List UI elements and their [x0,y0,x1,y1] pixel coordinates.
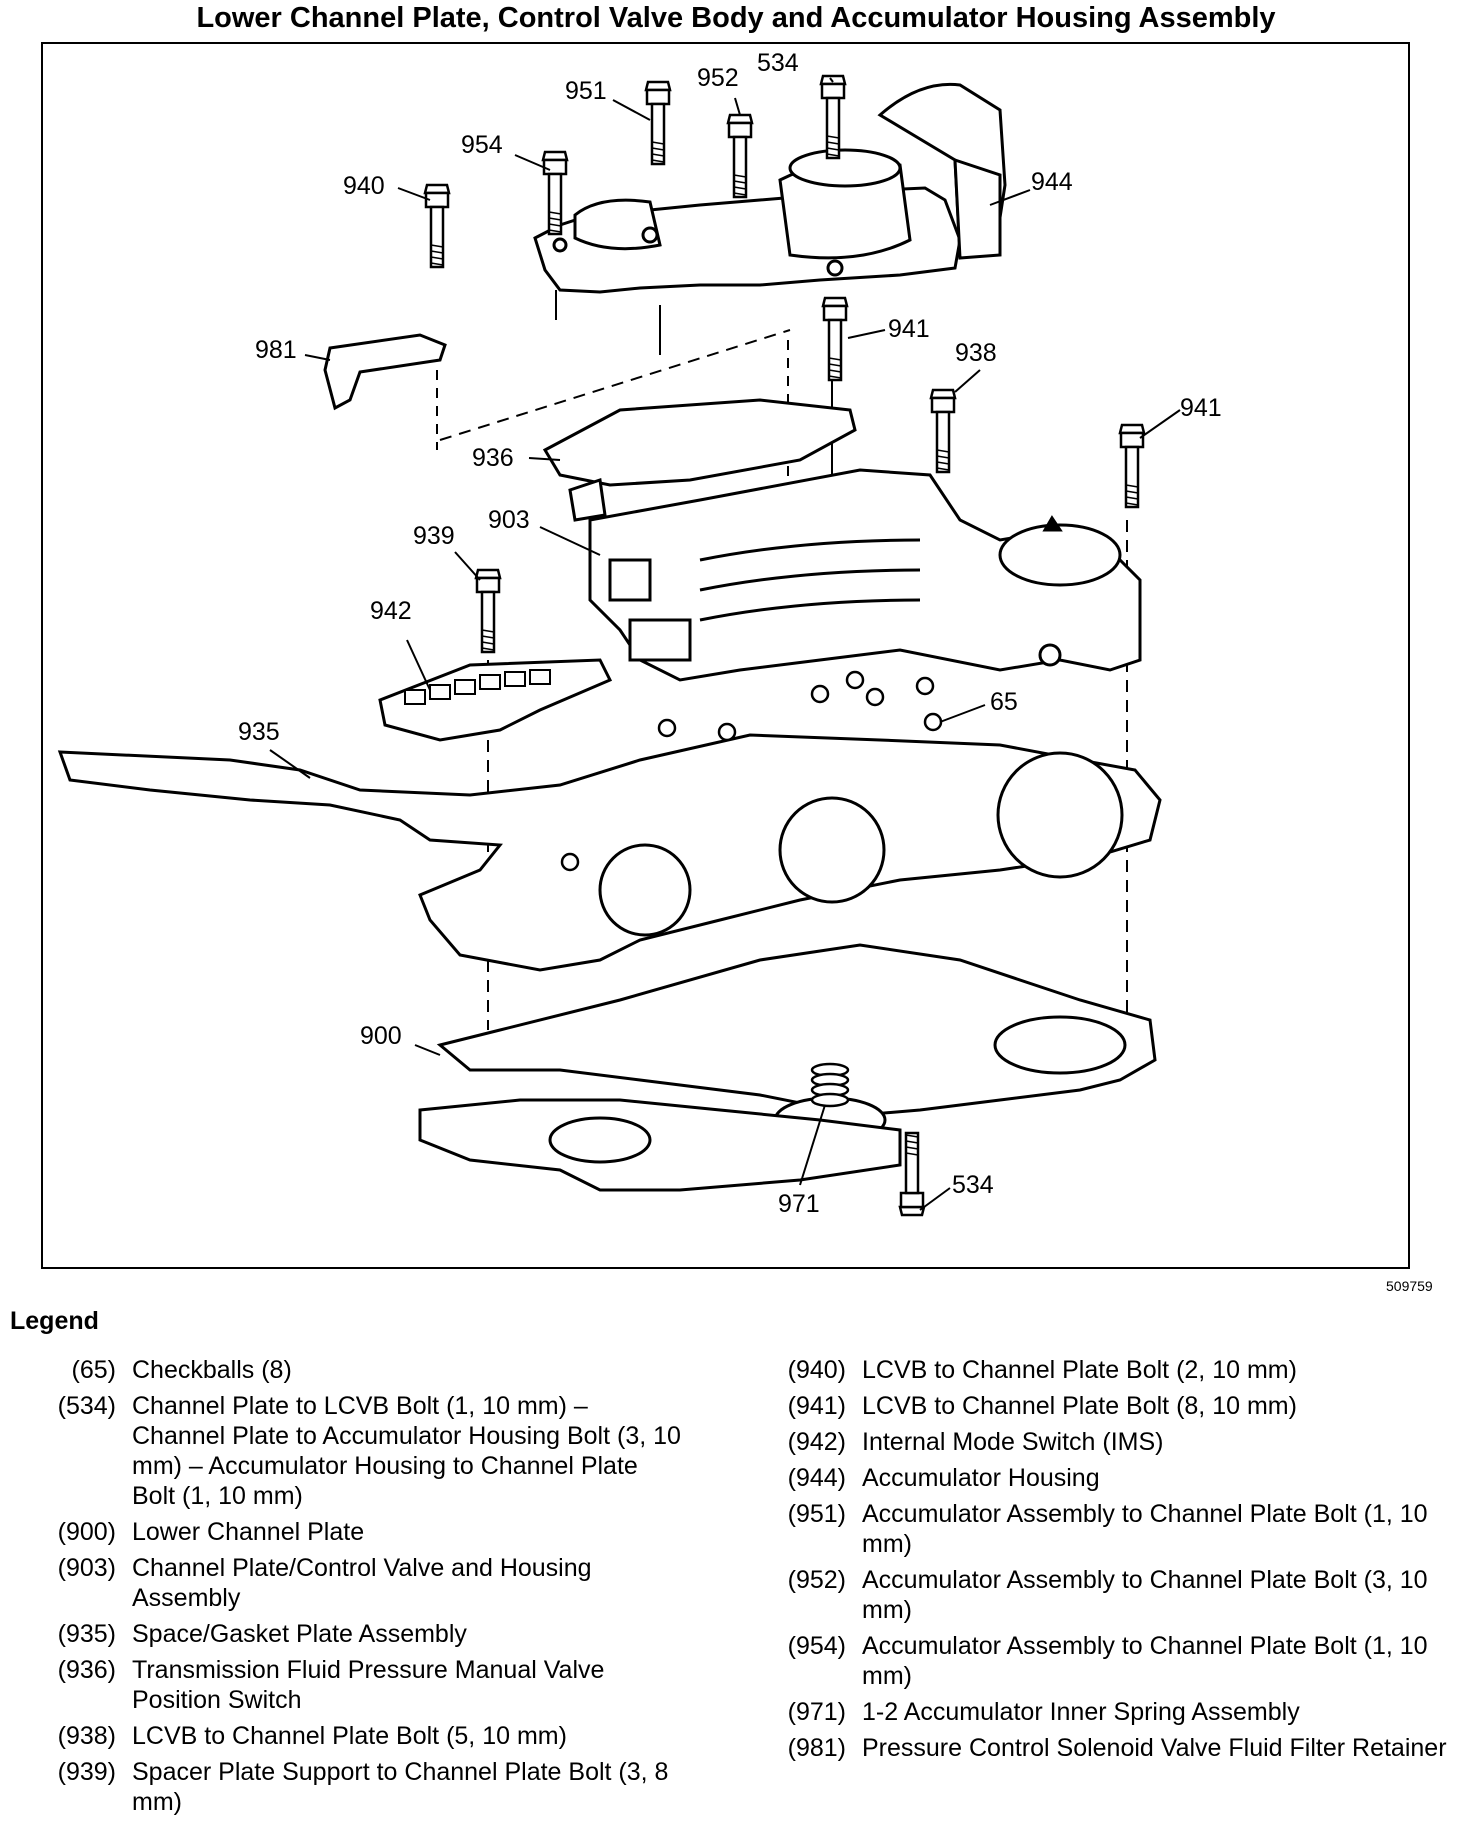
legend-desc: LCVB to Channel Plate Bolt (2, 10 mm) [862,1356,1297,1384]
legend-item: (939) Spacer Plate Support to Channel Pla… [32,1757,682,1817]
legend-desc: Checkballs (8) [132,1356,292,1384]
legend-item: (952) Accumulator Assembly to Channel Pla… [783,1565,1463,1625]
gasket-plate [57,733,1162,972]
legend-code: (942) [787,1428,846,1456]
legend-desc: Accumulator Housing [862,1464,1100,1492]
callout-952: 952 [697,64,739,92]
legend-code: (534) [57,1392,116,1420]
legend-title: Legend [10,1307,99,1335]
legend-desc: Lower Channel Plate [132,1518,365,1546]
legend-code: (936) [57,1656,116,1684]
legend-item: (944) Accumulator Housing [783,1463,1463,1493]
legend-item: (940) LCVB to Channel Plate Bolt (2, 10 m… [783,1355,1463,1385]
bolt-534-top [819,74,847,160]
legend-desc: Internal Mode Switch (IMS) [862,1428,1164,1456]
legend-item: (951) Accumulator Assembly to Channel Pla… [783,1499,1463,1559]
callout-942: 942 [370,597,412,625]
legend-code: (941) [787,1392,846,1420]
legend-desc: LCVB to Channel Plate Bolt (5, 10 mm) [132,1722,567,1750]
legend-code: (900) [57,1518,116,1546]
legend-desc: LCVB to Channel Plate Bolt (8, 10 mm) [862,1392,1297,1420]
legend-code: (65) [71,1356,116,1384]
legend-item: (954) Accumulator Assembly to Channel Pla… [783,1631,1463,1691]
lower-channel-plate [418,943,1157,1192]
legend-code: (940) [787,1356,846,1384]
legend-item: (938) LCVB to Channel Plate Bolt (5, 10 m… [32,1721,682,1751]
legend-code: (944) [787,1464,846,1492]
legend-desc: 1-2 Accumulator Inner Spring Assembly [862,1698,1300,1726]
callout-981: 981 [255,336,297,364]
callout-935: 935 [238,718,280,746]
control-valve-body [588,468,1142,682]
accumulator-housing [533,82,1007,294]
callout-941-b: 941 [1180,394,1222,422]
callout-900: 900 [360,1022,402,1050]
bolt-951 [644,80,672,166]
filter-retainer [323,333,447,411]
callout-938: 938 [955,339,997,367]
internal-mode-switch [378,658,613,742]
legend-desc: Channel Plate/Control Valve and Housing … [132,1554,592,1612]
figure-id: 509759 [1386,1278,1433,1294]
bolt-941-a [821,296,849,382]
legend-right-column: (940) LCVB to Channel Plate Bolt (2, 10 m… [783,1355,1463,1769]
callout-944: 944 [1031,168,1073,196]
callout-939: 939 [413,522,455,550]
callout-954: 954 [461,131,503,159]
legend-item: (971) 1-2 Accumulator Inner Spring Assemb… [783,1697,1463,1727]
legend-desc: Spacer Plate Support to Channel Plate Bo… [132,1758,669,1816]
legend-code: (952) [787,1566,846,1594]
leader-lines [269,77,1181,1211]
legend-desc: Accumulator Assembly to Channel Plate Bo… [862,1566,1428,1624]
legend-item: (900) Lower Channel Plate [32,1517,682,1547]
bolt-952 [726,113,754,199]
callout-971: 971 [778,1190,820,1218]
callout-65: 65 [990,688,1018,716]
legend-code: (938) [57,1722,116,1750]
exploded-view-diagram: 951 952 534 954 940 944 981 941 938 941 … [57,49,1222,1218]
legend-left-column: (65) Checkballs (8) (534) Channel Plate to… [32,1355,682,1823]
callout-534-top: 534 [757,49,799,77]
legend-code: (903) [57,1554,116,1582]
legend-desc: Accumulator Assembly to Channel Plate Bo… [862,1500,1428,1558]
callout-903: 903 [488,506,530,534]
callout-labels: 951 952 534 954 940 944 981 941 938 941 … [238,49,1222,1218]
legend-item: (936) Transmission Fluid Pressure Manual … [32,1655,682,1715]
legend-item: (942) Internal Mode Switch (IMS) [783,1427,1463,1457]
bolt-954 [541,150,569,236]
legend-code: (939) [57,1758,116,1786]
position-switch [542,398,857,522]
bolt-940 [423,183,451,269]
legend-desc: Space/Gasket Plate Assembly [132,1620,467,1648]
legend-desc: Transmission Fluid Pressure Manual Valve… [132,1656,605,1714]
callout-940: 940 [343,172,385,200]
accumulator-spring [810,1062,850,1108]
bolt-938 [929,388,957,474]
legend-item: (534) Channel Plate to LCVB Bolt (1, 10 m… [32,1391,682,1511]
legend-code: (935) [57,1620,116,1648]
legend-item: (903) Channel Plate/Control Valve and Hou… [32,1553,682,1613]
legend-desc: Channel Plate to LCVB Bolt (1, 10 mm) – … [132,1392,681,1510]
legend-item: (941) LCVB to Channel Plate Bolt (8, 10 m… [783,1391,1463,1421]
callout-951: 951 [565,77,607,105]
diagram-frame [41,42,1410,1269]
bolt-939 [474,568,502,654]
legend-desc: Pressure Control Solenoid Valve Fluid Fi… [862,1734,1447,1762]
legend-code: (971) [787,1698,846,1726]
callout-534-bottom: 534 [952,1171,994,1199]
callout-941-a: 941 [888,315,930,343]
legend-item: (65) Checkballs (8) [32,1355,682,1385]
legend-code: (981) [787,1734,846,1762]
legend-code: (954) [787,1632,846,1660]
legend-desc: Accumulator Assembly to Channel Plate Bo… [862,1632,1428,1690]
legend-item: (935) Space/Gasket Plate Assembly [32,1619,682,1649]
bolt-534-bottom [898,1131,926,1217]
page-title: Lower Channel Plate, Control Valve Body … [196,2,1276,34]
legend-item: (981) Pressure Control Solenoid Valve Flu… [783,1733,1463,1763]
callout-936: 936 [472,444,514,472]
legend-code: (951) [787,1500,846,1528]
